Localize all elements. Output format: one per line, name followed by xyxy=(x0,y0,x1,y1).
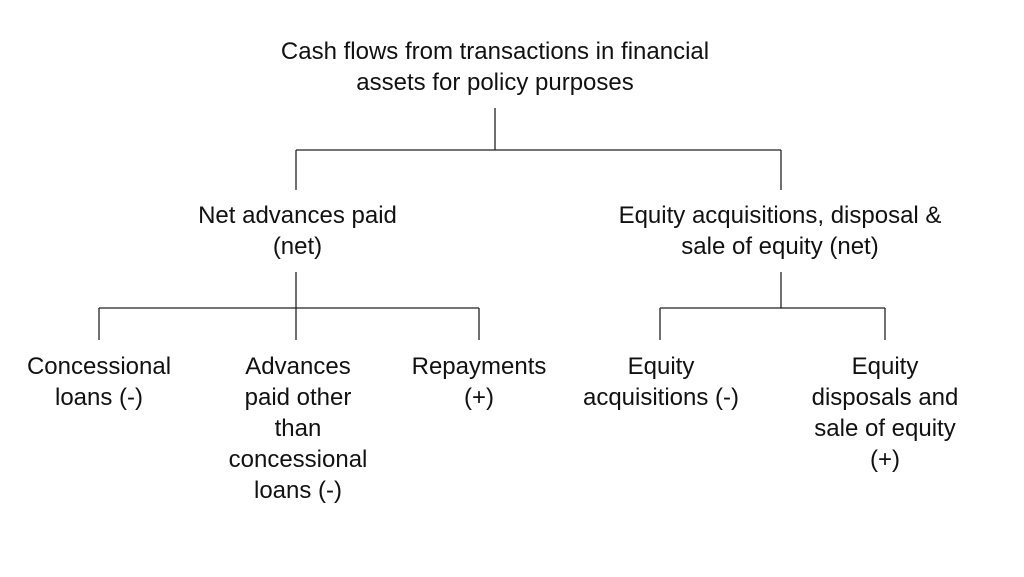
net-advances-node-label: Net advances paid (net) xyxy=(198,202,397,260)
root-node-label: Cash flows from transactions in financia… xyxy=(280,38,710,96)
equity-disposals-node-label: Equity disposals and sale of equity (+) xyxy=(811,353,959,473)
advances-other-node-label: Advances paid other than concessional lo… xyxy=(228,353,368,504)
concessional-loans-node-label: Concessional loans (-) xyxy=(26,353,172,411)
equity-net-node-label: Equity acquisitions, disposal & sale of … xyxy=(618,202,942,260)
repayments-node-label: Repayments (+) xyxy=(411,353,547,411)
equity-acquisitions-node-label: Equity acquisitions (-) xyxy=(582,353,740,411)
